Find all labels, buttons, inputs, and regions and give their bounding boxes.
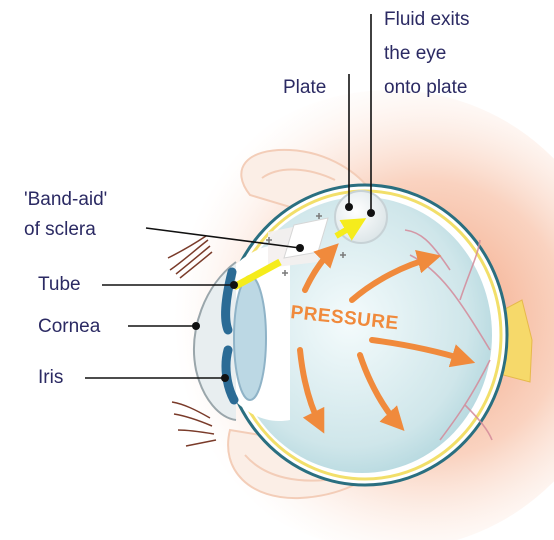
- label-fluid-exits-1: Fluid exits: [384, 6, 470, 34]
- label-plate: Plate: [283, 74, 326, 102]
- label-cornea: Cornea: [38, 313, 100, 341]
- label-tube: Tube: [38, 271, 81, 299]
- label-fluid-exits-3: onto plate: [384, 74, 467, 102]
- label-iris: Iris: [38, 364, 63, 392]
- lens: [234, 276, 266, 400]
- label-band-aid-2: of sclera: [24, 216, 96, 244]
- label-fluid-exits-2: the eye: [384, 40, 446, 68]
- label-band-aid-1: 'Band-aid': [24, 186, 107, 214]
